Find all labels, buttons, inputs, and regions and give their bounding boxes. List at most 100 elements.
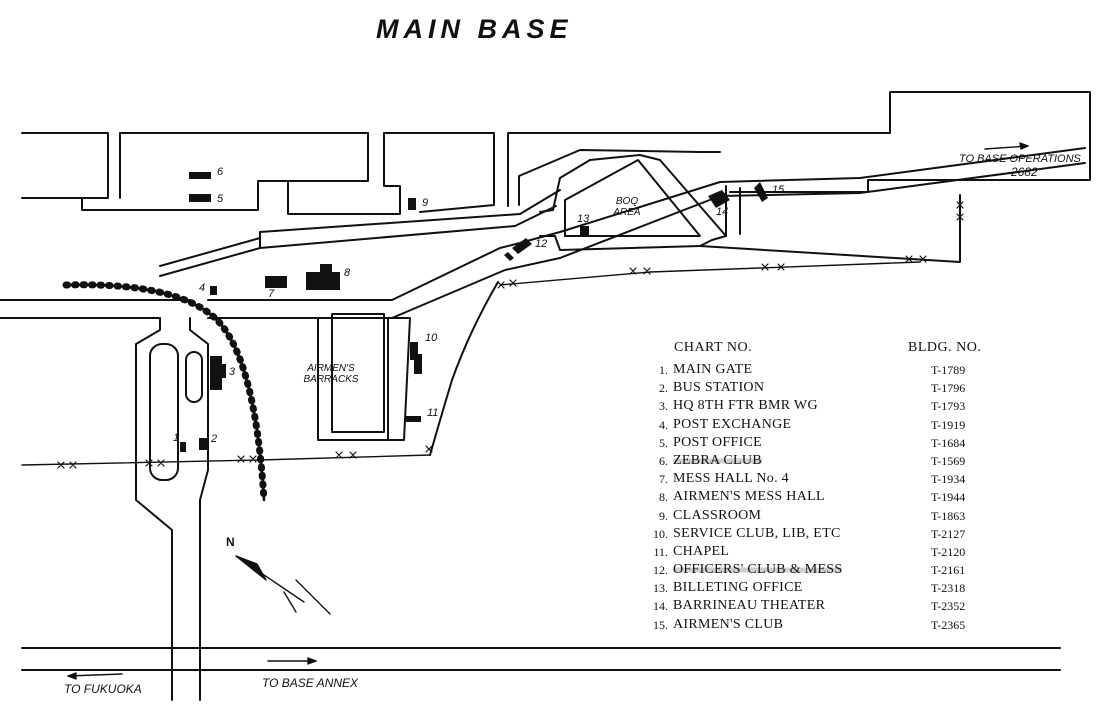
top-blocks [21,91,1091,215]
legend-row: 1. MAIN GATE T-1789 [646,362,1006,380]
fence-marks [57,201,964,469]
legend-row-name: CHAPEL [673,543,730,559]
legend-row-number: 7. [659,472,668,487]
legend-row-number: 9. [659,508,668,523]
legend-header: CHART NO. BLDG. NO. [646,340,1006,362]
marker-12: 12 [535,238,548,250]
label-base-operations-number: 2682 [1011,165,1038,179]
marker-15: 15 [772,184,785,196]
marker-13: 13 [577,213,590,225]
legend-row: 8. AIRMEN'S MESS HALL T-1944 [646,489,1006,507]
legend-row: 10. SERVICE CLUB, LIB, ETC T-2127 [646,526,1006,544]
building-10 [410,342,422,374]
legend-row-name: OFFICERS' CLUB & MESS [673,562,843,579]
north-label: N [226,535,235,549]
legend-row: 7. MESS HALL No. 4 T-1934 [646,471,1006,489]
marker-10: 10 [425,332,438,344]
marker-1: 1 [173,432,180,444]
legend-row-bldg: T-2352 [931,599,966,614]
legend-row-name: POST EXCHANGE [673,416,792,432]
label-boq-area: BOQ AREA [613,196,641,218]
marker-7: 7 [268,288,275,300]
legend-row-bldg: T-2161 [931,563,966,578]
building-8 [306,264,340,290]
legend-row-bldg: T-1944 [931,490,966,505]
legend-row-number: 11. [653,544,668,559]
marker-14: 14 [716,206,729,218]
legend-row-name: HQ 8TH FTR BMR WG [673,398,818,414]
legend-row-name: POST OFFICE [673,434,763,450]
legend-row: 2. BUS STATION T-1796 [646,380,1006,398]
building-9 [408,198,416,210]
building-11 [405,416,421,422]
building-3 [210,356,226,390]
building-14 [708,190,730,208]
legend-row-name: AIRMEN'S MESS HALL [673,489,825,505]
legend-row-name: SERVICE CLUB, LIB, ETC [673,525,841,541]
legend-row-bldg: T-1919 [931,417,966,432]
marker-11: 11 [427,407,439,419]
legend-row-bldg: T-2120 [931,544,966,559]
legend-row-bldg: T-2127 [931,526,966,541]
building-4 [210,286,217,295]
legend-row-name: BARRINEAU THEATER [673,598,826,614]
legend-row: 9. CLASSROOM T-1863 [646,508,1006,526]
railroad [62,281,268,504]
legend-row-number: 12. [653,563,668,578]
label-to-base-operations: TO BASE OPERATIONS [959,153,1081,165]
legend-row: 11. CHAPEL T-2120 [646,544,1006,562]
marker-4: 4 [199,282,206,294]
legend-row-name: BILLETING OFFICE [673,580,803,596]
label-to-base-annex: TO BASE ANNEX [262,676,359,690]
legend-row-number: 3. [659,399,668,414]
legend-row-bldg: T-2318 [931,581,966,596]
legend-row-number: 4. [659,417,668,432]
legend-row-name: MESS HALL No. 4 [673,471,789,487]
legend-row-name: BUS STATION [673,380,765,396]
buildings [180,172,768,452]
legend-row-bldg: T-1863 [931,508,966,523]
roads [0,147,1086,701]
legend-row-name: MAIN GATE [673,362,753,377]
legend-row: 4. POST EXCHANGE T-1919 [646,417,1006,435]
legend-row: 3. HQ 8TH FTR BMR WG T-1793 [646,398,1006,416]
marker-8: 8 [344,267,351,279]
legend-row-number: 6. [659,453,668,468]
building-1 [180,442,186,452]
marker-9: 9 [422,197,429,209]
legend-row-name: CLASSROOM [673,507,762,523]
direction-arrows [67,142,1029,680]
legend-row-number: 1. [659,363,668,377]
legend-row: 5. POST OFFICE T-1684 [646,435,1006,453]
legend-row-number: 13. [653,581,668,596]
legend-table: CHART NO. BLDG. NO. 1. MAIN GATE T-1789 2.… [646,340,1006,635]
building-6 [189,172,211,179]
legend-row-bldg: T-1793 [931,399,966,414]
legend-row: 12. OFFICERS' CLUB & MESS T-2161 [646,562,1006,580]
legend-row-number: 5. [659,435,668,450]
legend-row-number: 8. [659,490,668,505]
legend-row-bldg: T-2365 [931,617,966,632]
building-12 [504,238,532,261]
marker-6: 6 [217,166,224,178]
legend-header-bldg: BLDG. NO. [908,340,982,355]
legend-header-chart: CHART NO. [674,340,753,355]
building-13 [580,226,589,235]
legend-row-bldg: T-1796 [931,381,966,396]
legend-row-number: 10. [653,526,668,541]
legend-row-bldg: T-1569 [931,453,966,468]
legend-row-bldg: T-1934 [931,472,966,487]
legend-row-bldg: T-1684 [931,435,966,450]
marker-5: 5 [217,193,224,205]
legend-row-bldg: T-1789 [931,363,966,377]
legend-row-name: AIRMEN'S CLUB [673,616,784,632]
legend-row-number: 2. [659,381,668,396]
building-15 [754,182,768,202]
map-title: MAIN BASE [376,14,573,44]
label-to-fukuoka: TO FUKUOKA [64,682,142,696]
